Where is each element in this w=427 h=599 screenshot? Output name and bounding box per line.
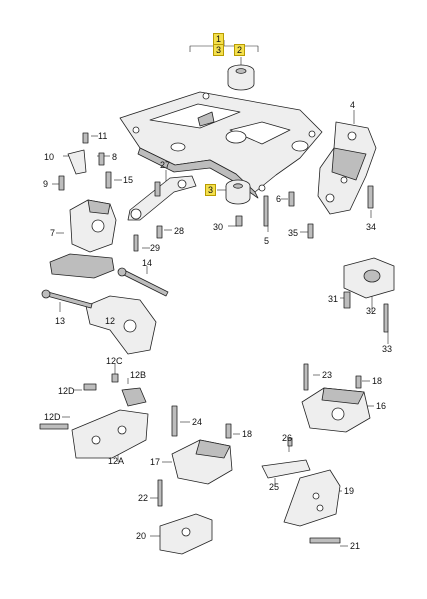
bolts bbox=[39, 132, 389, 544]
callout-4: 4 bbox=[350, 100, 356, 110]
callout-14: 14 bbox=[142, 258, 153, 268]
callout-22: 22 bbox=[138, 493, 149, 503]
bushing-upper bbox=[227, 64, 255, 91]
callout-17: 17 bbox=[150, 457, 161, 467]
callout-12c: 12C bbox=[106, 356, 123, 366]
callout-11: 11 bbox=[98, 131, 108, 141]
callout-20: 20 bbox=[136, 531, 147, 541]
callout-28: 28 bbox=[174, 226, 185, 236]
callout-9: 9 bbox=[43, 179, 49, 189]
callout-16: 16 bbox=[376, 401, 387, 411]
callout-15: 15 bbox=[123, 175, 134, 185]
callout-12d-upper: 12D bbox=[58, 386, 75, 396]
callout-27: 27 bbox=[160, 160, 171, 170]
callout-3-upper: 3 bbox=[213, 44, 225, 56]
plate-12 bbox=[49, 253, 157, 355]
callout-12: 12 bbox=[105, 316, 116, 326]
callout-10: 10 bbox=[44, 152, 55, 162]
bracket-25 bbox=[261, 459, 311, 479]
callout-12a: 12A bbox=[108, 456, 125, 466]
callout-8: 8 bbox=[112, 152, 118, 162]
callout-18-lower: 18 bbox=[242, 429, 253, 439]
callout-7: 7 bbox=[50, 228, 56, 238]
callout-5: 5 bbox=[264, 236, 270, 246]
callout-6: 6 bbox=[276, 194, 282, 204]
callout-33: 33 bbox=[382, 344, 393, 354]
torque-rod-27 bbox=[127, 175, 197, 221]
bracket-4 bbox=[317, 121, 377, 215]
callout-29: 29 bbox=[150, 243, 161, 253]
bushing-32 bbox=[343, 257, 395, 299]
callout-19: 19 bbox=[344, 486, 355, 496]
bracket-12b bbox=[121, 387, 147, 407]
mount-17 bbox=[171, 439, 233, 485]
bolt-14 bbox=[117, 267, 169, 297]
callout-2: 2 bbox=[234, 44, 246, 56]
callout-31: 31 bbox=[328, 294, 339, 304]
bushing-lower bbox=[225, 179, 251, 205]
bracket-10 bbox=[67, 149, 87, 175]
callout-12d-lower: 12D bbox=[44, 412, 61, 422]
subframe bbox=[119, 91, 323, 199]
bracket-20 bbox=[159, 513, 213, 555]
callout-3-lower: 3 bbox=[205, 184, 217, 196]
bolt-13 bbox=[41, 289, 93, 309]
callout-21: 21 bbox=[350, 541, 361, 551]
mount-16 bbox=[301, 387, 371, 433]
callout-25: 25 bbox=[269, 482, 280, 492]
callout-26: 26 bbox=[282, 433, 293, 443]
callout-18-upper: 18 bbox=[372, 376, 383, 386]
bracket-12a bbox=[71, 409, 149, 459]
mount-7 bbox=[69, 199, 117, 253]
callout-34: 34 bbox=[366, 222, 377, 232]
callout-12b: 12B bbox=[130, 370, 147, 380]
callout-13: 13 bbox=[55, 316, 66, 326]
callout-24: 24 bbox=[192, 417, 203, 427]
callout-32: 32 bbox=[366, 306, 377, 316]
callout-30: 30 bbox=[213, 222, 224, 232]
bracket-19 bbox=[283, 469, 341, 527]
callout-35: 35 bbox=[288, 228, 299, 238]
callout-23: 23 bbox=[322, 370, 333, 380]
